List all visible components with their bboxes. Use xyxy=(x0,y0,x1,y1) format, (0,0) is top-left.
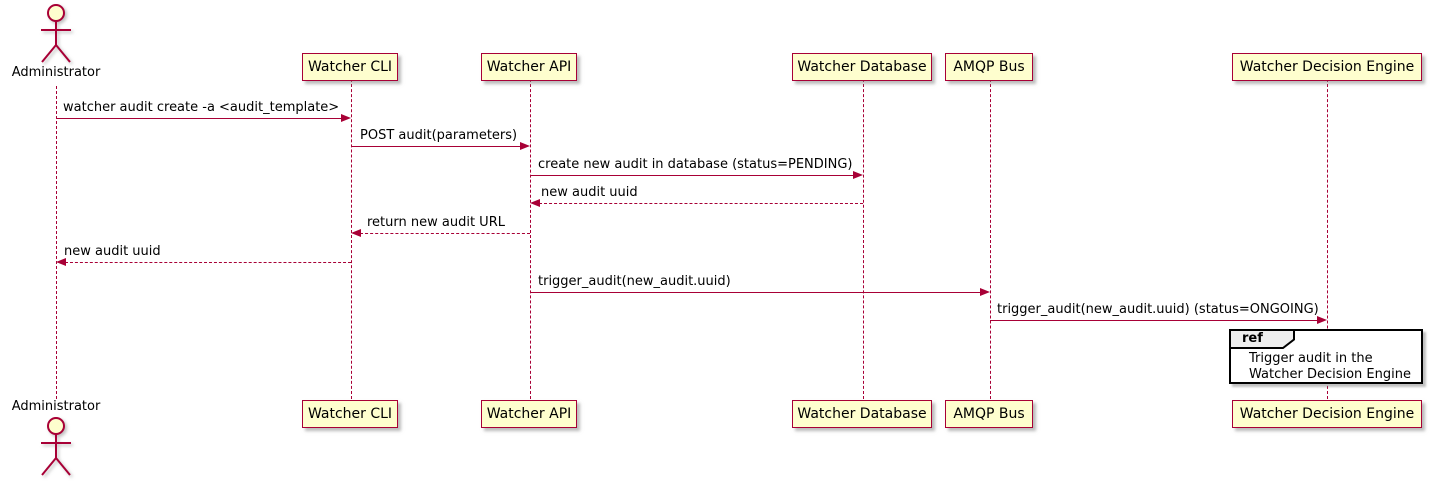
actor-administrator-bottom: Administrator xyxy=(0,399,112,478)
ref-tab-shape xyxy=(1230,330,1295,349)
message-label-1: watcher audit create -a <audit_template> xyxy=(63,100,340,115)
lifeline-amqp-bus xyxy=(990,79,991,399)
arrowhead-5 xyxy=(351,229,361,237)
participant-label-administrator-top: Administrator xyxy=(11,65,101,80)
ref-content-line-2: Watcher Decision Engine xyxy=(1249,367,1411,382)
participant-watcher-database-bottom: Watcher Database xyxy=(792,400,932,428)
message-line-3 xyxy=(530,175,854,176)
message-line-1 xyxy=(56,118,342,119)
participant-watcher-cli-top: Watcher CLI xyxy=(302,53,398,81)
participant-watcher-cli-bottom: Watcher CLI xyxy=(302,400,398,428)
participant-watcher-database-top: Watcher Database xyxy=(792,53,932,81)
message-label-8: trigger_audit(new_audit.uuid) (status=ON… xyxy=(997,302,1319,317)
arrowhead-2 xyxy=(520,142,530,150)
lifeline-watcher-database xyxy=(863,79,864,399)
message-label-2: POST audit(parameters) xyxy=(360,128,518,143)
message-label-7: trigger_audit(new_audit.uuid) xyxy=(538,274,731,289)
arrowhead-1 xyxy=(341,114,351,122)
message-line-5 xyxy=(360,233,530,234)
ref-fragment: ref Trigger audit in the Watcher Decisio… xyxy=(1229,329,1423,384)
message-line-6 xyxy=(65,262,351,263)
actor-administrator-top: Administrator xyxy=(0,3,112,80)
message-line-8 xyxy=(990,320,1318,321)
arrowhead-6 xyxy=(56,258,66,266)
message-label-3: create new audit in database (status=PEN… xyxy=(538,157,853,172)
participant-amqp-bus-bottom: AMQP Bus xyxy=(945,400,1033,428)
message-line-2 xyxy=(351,146,521,147)
participant-watcher-api-bottom: Watcher API xyxy=(481,400,577,428)
lifeline-watcher-cli xyxy=(351,79,352,399)
participant-watcher-api-top: Watcher API xyxy=(481,53,577,81)
message-line-4 xyxy=(539,203,863,204)
participant-label-administrator-bottom: Administrator xyxy=(11,399,101,414)
arrowhead-3 xyxy=(853,171,863,179)
lifeline-administrator xyxy=(56,86,57,399)
ref-content: Trigger audit in the Watcher Decision En… xyxy=(1249,351,1411,383)
message-label-4: new audit uuid xyxy=(541,185,638,200)
actor-icon xyxy=(41,417,71,476)
ref-content-line-1: Trigger audit in the xyxy=(1249,351,1373,366)
lifeline-watcher-api xyxy=(530,79,531,399)
participant-amqp-bus-top: AMQP Bus xyxy=(945,53,1033,81)
actor-icon xyxy=(41,4,71,63)
ref-keyword: ref xyxy=(1242,331,1263,346)
participant-watcher-decision-engine-top: Watcher Decision Engine xyxy=(1232,53,1422,81)
arrowhead-7 xyxy=(980,288,990,296)
message-line-7 xyxy=(530,292,981,293)
arrowhead-8 xyxy=(1317,316,1327,324)
message-label-5: return new audit URL xyxy=(367,215,505,230)
participant-watcher-decision-engine-bottom: Watcher Decision Engine xyxy=(1232,400,1422,428)
arrowhead-4 xyxy=(530,199,540,207)
message-label-6: new audit uuid xyxy=(64,244,161,259)
lifeline-watcher-decision-engine xyxy=(1327,79,1328,399)
